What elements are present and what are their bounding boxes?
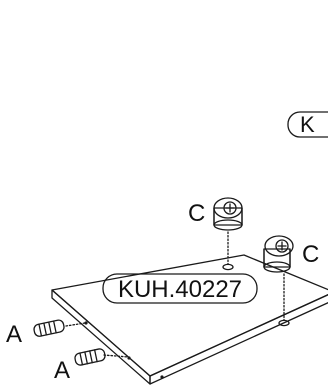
cam-hole-left	[222, 263, 234, 271]
dowel-hole	[127, 356, 131, 360]
part-code-main: KUH.40227	[102, 273, 258, 304]
part-code-partial: K	[287, 111, 328, 138]
part-code-main-text: KUH.40227	[118, 276, 242, 303]
label-dowel-top: A	[6, 321, 22, 348]
cam-lock-left: C	[188, 197, 243, 265]
label-cam-left: C	[188, 200, 205, 227]
dowel-hole	[84, 321, 88, 325]
label-dowel-bottom: A	[54, 357, 70, 384]
dowel-bottom: A	[54, 348, 129, 384]
part-code-partial-text: K	[300, 112, 315, 137]
dowel-top: A	[6, 319, 86, 348]
cam-lock-right: C	[263, 235, 319, 321]
label-cam-right: C	[302, 241, 319, 268]
panel-board	[51, 254, 328, 385]
dowel-hole	[160, 375, 164, 379]
